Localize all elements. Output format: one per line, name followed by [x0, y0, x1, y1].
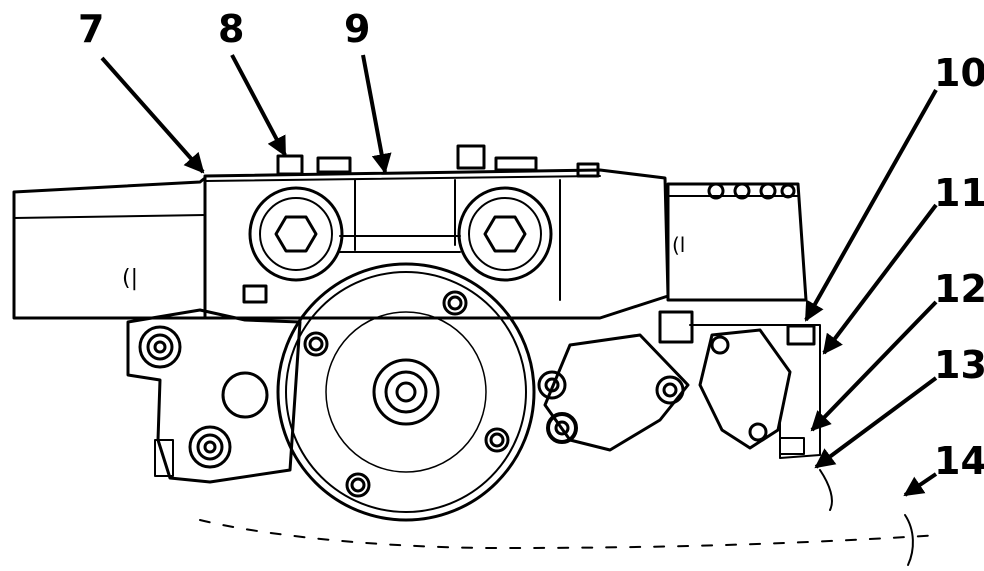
- callout-12: 12: [934, 267, 984, 311]
- leader-10: [804, 89, 938, 322]
- left-housing: [12, 176, 207, 320]
- right-block: [666, 182, 808, 302]
- leader-12: [810, 300, 938, 432]
- callout-14: 14: [934, 439, 984, 483]
- callout-11: 11: [934, 171, 984, 215]
- leader-9: [361, 54, 392, 174]
- leader-7: [100, 56, 205, 174]
- leader-8: [230, 54, 287, 157]
- svg-text:(l: (l: [672, 233, 685, 257]
- main-cover-plate: [276, 262, 536, 522]
- leader-14: [903, 472, 938, 497]
- leader-11: [822, 203, 938, 355]
- callout-7: 7: [78, 7, 104, 51]
- pump-bolt-icon: [537, 310, 694, 444]
- left-bracket: [126, 308, 302, 484]
- bolt-row-icon: [707, 182, 796, 200]
- callout-9: 9: [344, 7, 370, 51]
- base-outline: [199, 519, 941, 549]
- callout-8: 8: [218, 7, 244, 51]
- hex-nut-left-icon: [248, 186, 344, 282]
- svg-text:(|: (|: [122, 266, 138, 291]
- callout-13: 13: [934, 343, 984, 387]
- leader-13: [814, 376, 938, 469]
- bracket-bolt-icon: [138, 284, 269, 477]
- pump-body: [543, 333, 690, 452]
- callout-10: 10: [934, 51, 984, 95]
- top-bolt-icon: [276, 144, 600, 178]
- hex-nut-right-icon: [457, 186, 553, 282]
